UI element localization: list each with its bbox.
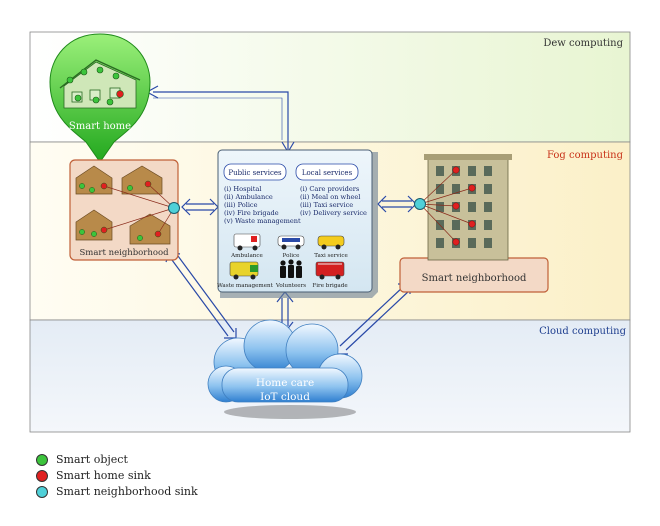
red-dot-icon [36,469,48,482]
right-neighborhood: Smart neighborhood [399,154,549,293]
fog-layer-label: Fog computing [547,150,624,161]
police-car-icon [277,235,305,250]
local-service-item: (i) Care providers [300,185,360,193]
legend-item-smart-object: Smart object [36,453,128,466]
icon-label: Volunteers [275,283,306,289]
dew-layer-label: Dew computing [543,38,623,49]
arrow-left-to-services [186,203,214,211]
fire-truck-icon [315,261,345,280]
taxi-icon [317,235,345,250]
public-service-item: (i) Hospital [224,185,261,193]
icon-label: Fire brigade [312,283,348,289]
arrow-left-to-cloud [171,255,235,337]
legend-label: Smart object [56,453,128,466]
public-service-item: (ii) Ambulance [224,193,273,201]
cloud-layer-label: Cloud computing [539,326,626,337]
legend-label: Smart neighborhood sink [56,485,198,498]
smart-home-objects [66,66,124,106]
public-service-item: (iii) Police [224,201,258,209]
public-services-pill [223,163,287,181]
local-service-item: (ii) Meal on wheel [300,193,360,201]
arrow-right-to-cloud [339,285,411,351]
local-services-title: Local services [302,169,353,177]
local-services-pill [295,163,359,181]
home-care-iot-cloud: Home care IoT cloud [207,319,363,419]
icon-label: Police [283,253,301,259]
right-neighborhood-sink [414,198,426,210]
apartment-building-icon [424,154,512,261]
icon-label: Taxi service [314,253,348,259]
public-service-item: (v) Waste management [224,217,301,225]
legend-label: Smart home sink [56,469,151,482]
arrow-services-to-cloud [281,298,289,326]
legend-item-smart-neighborhood-sink: Smart neighborhood sink [36,485,198,498]
cyan-dot-icon [36,485,48,498]
green-dot-icon [36,453,48,466]
waste-truck-icon [229,261,259,280]
left-neighborhood-label: Smart neighborhood [79,248,169,258]
icon-label: Ambulance [230,253,263,259]
public-service-item: (iv) Fire brigade [224,209,279,217]
smart-home-label: Smart home [69,121,131,132]
building-links [419,169,473,243]
left-neighborhood: Smart neighborhood [69,159,180,261]
cloud-label-line2: IoT cloud [260,391,310,403]
smart-home: Smart home [49,33,151,163]
ambulance-icon [233,233,261,251]
left-neighborhood-sink [168,202,180,214]
right-neighborhood-label: Smart neighborhood [422,273,527,284]
local-service-item: (iv) Delivery service [300,209,367,217]
volunteers-icon [280,259,302,278]
icon-label: Waste management [217,283,273,289]
cloud-label-line1: Home care [256,377,314,389]
public-services-title: Public services [228,169,282,177]
arrow-services-to-right [382,200,412,208]
arrow-home-to-services [153,91,289,150]
legend-item-smart-home-sink: Smart home sink [36,469,151,482]
services-panel: Public services Local services (i) Hospi… [217,149,378,298]
local-service-item: (iii) Taxi service [300,201,353,209]
